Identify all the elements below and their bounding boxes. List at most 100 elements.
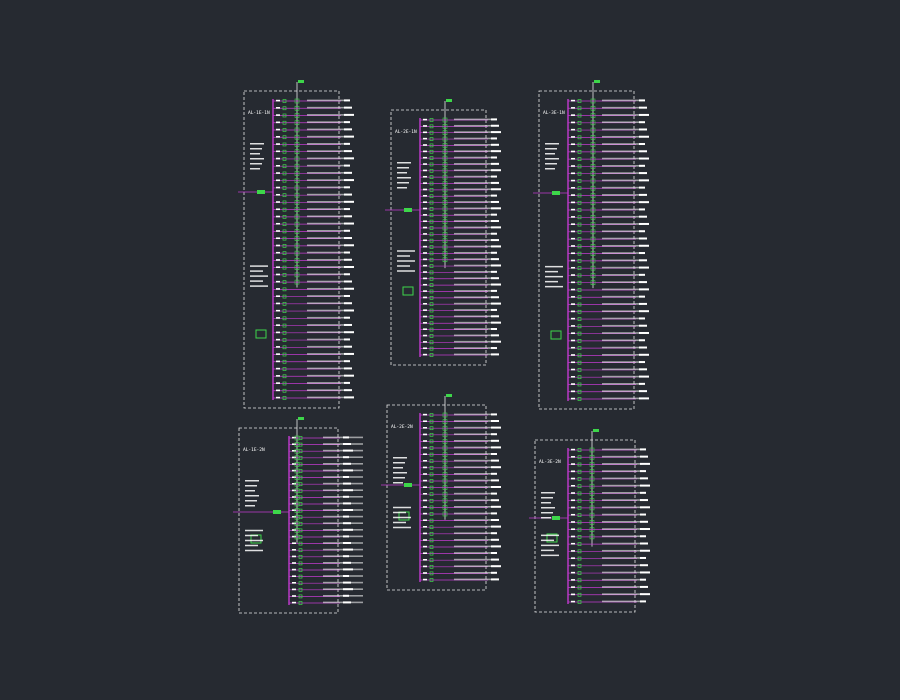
load-label-mark <box>491 321 501 324</box>
circuit-label-mark <box>423 453 427 455</box>
circuit-label-mark <box>423 264 427 267</box>
circuit-label-mark <box>292 443 296 445</box>
breaker-symbol <box>429 238 434 243</box>
load-label-mark <box>491 340 501 343</box>
feeder-tap <box>590 120 596 126</box>
branch-circuit <box>273 287 354 292</box>
panel-name: AL-2E-2N <box>391 424 413 430</box>
branch-circuit <box>420 264 501 268</box>
load-label-mark <box>639 128 647 131</box>
circuit-text-mark <box>602 186 642 189</box>
panel-2: AL-2E-1N <box>385 99 501 366</box>
branch-circuit <box>420 472 497 477</box>
load-label-mark <box>343 594 349 597</box>
breaker-symbol <box>577 164 582 169</box>
description-mark <box>245 495 259 497</box>
feeder-tap <box>442 432 448 438</box>
description-mark <box>245 539 263 542</box>
breaker-symbol <box>429 492 434 497</box>
circuit-label-mark <box>571 216 575 218</box>
load-label-mark <box>491 571 497 574</box>
circuit-label-mark <box>276 128 280 131</box>
load-label-mark <box>491 334 499 337</box>
breaker-symbol <box>577 585 582 590</box>
circuit-label-mark <box>276 157 280 160</box>
load-label-mark <box>343 476 349 478</box>
breaker-symbol <box>282 135 287 140</box>
breaker-symbol <box>429 578 434 582</box>
breaker-symbol <box>282 287 287 292</box>
circuit-text-mark <box>454 251 494 254</box>
breaker-symbol <box>282 323 287 328</box>
breaker-symbol <box>282 273 287 277</box>
feeder-tap <box>294 163 300 169</box>
branch-circuit <box>289 587 363 592</box>
circuit-label-mark <box>276 99 280 102</box>
circuit-text-mark <box>602 179 642 182</box>
circuit-label-mark <box>423 125 427 127</box>
breaker-symbol <box>577 179 582 183</box>
circuit-label-mark <box>571 179 575 182</box>
feeder-tap <box>590 142 596 147</box>
circuit-text-mark <box>602 520 642 523</box>
circuit-text-mark <box>454 169 494 172</box>
breaker-symbol <box>577 222 582 227</box>
breaker-symbol <box>429 413 434 417</box>
circuit-label-mark <box>276 230 280 232</box>
feeder-tap <box>590 200 596 206</box>
circuit-label-mark <box>571 99 575 102</box>
branch-circuit <box>568 185 645 191</box>
load-label-mark <box>343 515 349 518</box>
feeder-tap <box>442 465 448 471</box>
circuit-text-mark <box>454 433 494 435</box>
description-mark <box>393 482 403 484</box>
branch-circuit <box>420 251 497 256</box>
load-label-mark <box>343 601 351 604</box>
load-label-mark <box>640 578 646 581</box>
branch-circuit <box>568 244 649 249</box>
load-label-mark <box>344 113 354 116</box>
branch-circuit <box>568 127 647 133</box>
load-label-mark <box>344 142 350 145</box>
breaker-symbol <box>577 527 582 532</box>
incoming-breaker <box>404 483 412 487</box>
breaker-symbol <box>577 171 582 176</box>
circuit-text-mark <box>602 499 642 501</box>
branch-circuit <box>420 445 501 451</box>
load-label-mark <box>639 193 647 196</box>
branch-circuit <box>420 511 497 517</box>
branch-circuit <box>568 149 647 155</box>
circuit-label-mark <box>423 220 427 223</box>
branch-circuit <box>289 561 363 566</box>
load-label-mark <box>640 564 648 567</box>
circuit-text-mark <box>454 525 494 528</box>
circuit-text-mark <box>602 281 642 283</box>
description-mark <box>393 516 411 519</box>
circuit-text-mark <box>602 303 642 305</box>
circuit-label-mark <box>571 107 575 109</box>
breaker-symbol <box>429 295 434 300</box>
circuit-text-mark <box>454 558 494 561</box>
feeder-tap <box>294 258 300 263</box>
circuit-text-mark <box>454 492 494 495</box>
branch-circuit <box>420 538 499 543</box>
branch-circuit <box>568 454 648 460</box>
branch-circuit <box>273 214 352 220</box>
circuit-text-mark <box>602 230 642 233</box>
circuit-text-mark <box>454 131 494 133</box>
load-label-mark <box>640 462 650 465</box>
load-label-mark <box>491 413 497 416</box>
load-label-mark <box>640 506 650 509</box>
load-label-mark <box>343 443 351 445</box>
breaker-symbol <box>282 200 287 205</box>
breaker-symbol <box>577 455 582 460</box>
breaker-symbol <box>577 317 582 321</box>
feeder-tap <box>294 534 300 540</box>
circuit-text-mark <box>602 317 642 320</box>
breaker-symbol <box>282 367 287 371</box>
main-breaker-symbol <box>402 286 414 296</box>
breaker-symbol <box>429 439 434 444</box>
incoming-breaker <box>273 510 281 514</box>
circuit-label-mark <box>423 214 427 216</box>
